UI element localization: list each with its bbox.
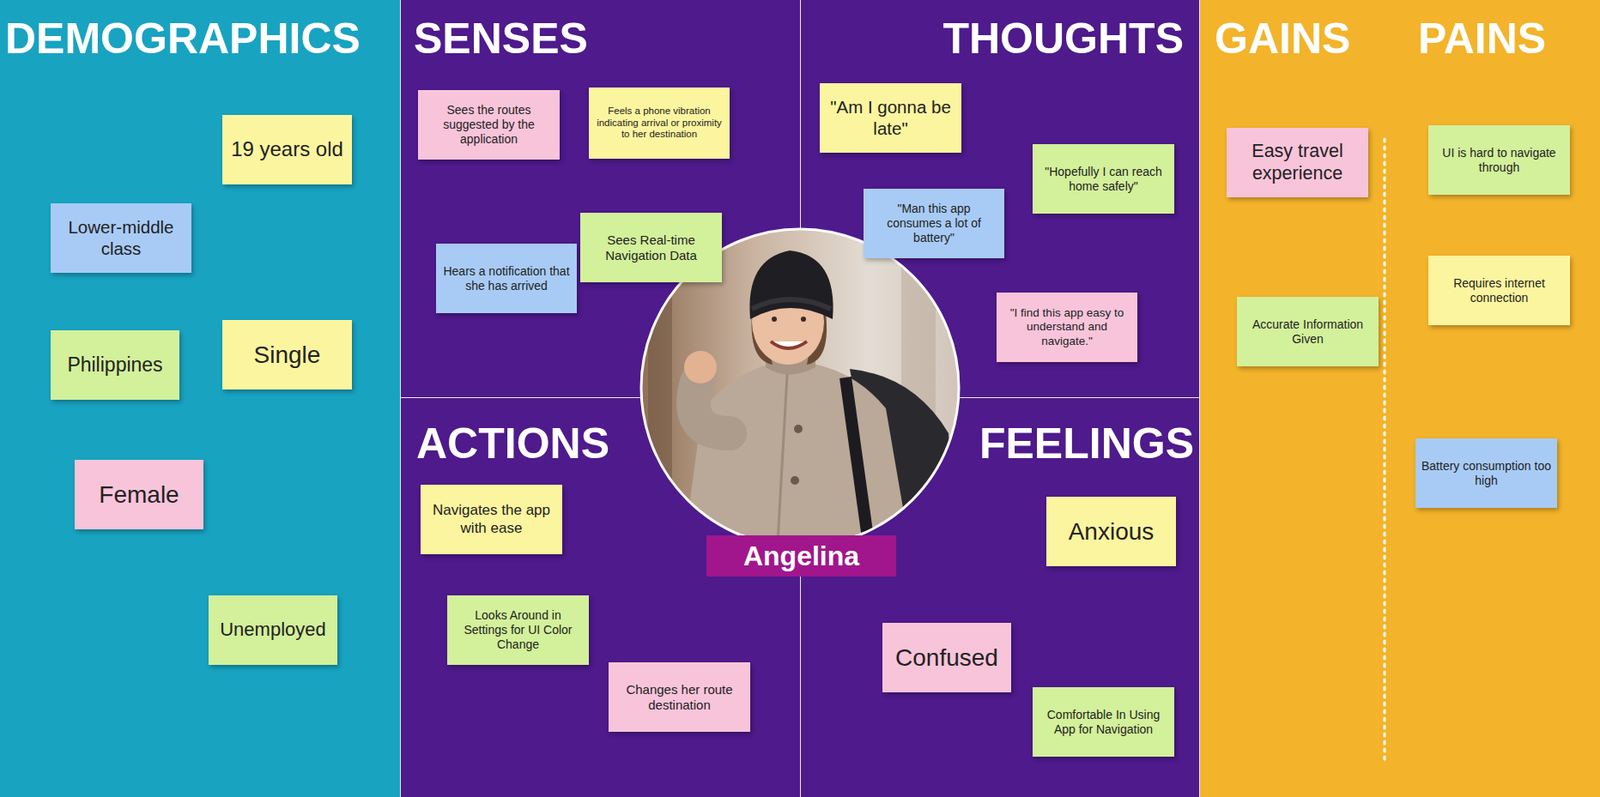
empathy-panel: PAINS UI is hard to navigate throughRequi… — [1384, 0, 1600, 797]
panel-heading: ACTIONS — [416, 420, 610, 468]
note-text: Unemployed — [214, 618, 332, 642]
note-text: Changes her route destination — [608, 682, 751, 714]
note-text: "Hopefully I can reach home safely" — [1032, 164, 1175, 194]
note-text: 19 years old — [225, 137, 349, 163]
panel-heading: GAINS — [1214, 15, 1351, 63]
note-text: UI is hard to navigate through — [1428, 145, 1570, 176]
note-text: Navigates the app with ease — [420, 502, 563, 538]
note-text: "Man this app consumes a lot of battery" — [863, 201, 1005, 245]
sticky-note: "Hopefully I can reach home safely" — [1032, 144, 1175, 214]
sticky-note: Anxious — [1046, 496, 1176, 567]
note-text: Philippines — [61, 353, 168, 378]
note-text: "Am I gonna be late" — [819, 96, 962, 140]
sticky-note: Sees the routes suggested by the applica… — [418, 90, 560, 160]
sticky-note: "Man this app consumes a lot of battery" — [863, 188, 1005, 259]
panel-heading: THOUGHTS — [942, 15, 1184, 63]
panel-heading: FEELINGS — [979, 420, 1194, 468]
sticky-note: Feels a phone vibration indicating arriv… — [588, 87, 730, 159]
panel-heading: SENSES — [413, 15, 588, 63]
note-text: Single — [248, 340, 327, 370]
note-text: Sees Real-time Navigation Data — [580, 232, 722, 264]
sticky-note: Navigates the app with ease — [420, 484, 563, 555]
sticky-note: Lower-middle class — [50, 203, 192, 273]
persona-name-label: Angelina — [706, 535, 897, 577]
note-text: Comfortable In Using App for Navigation — [1032, 708, 1175, 738]
note-text: Sees the routes suggested by the applica… — [418, 103, 560, 146]
note-text: Anxious — [1063, 517, 1160, 547]
note-text: Easy travel experience — [1226, 140, 1369, 186]
sticky-note: Requires internet connection — [1428, 255, 1570, 326]
note-text: Lower-middle class — [50, 217, 192, 260]
sticky-note: Easy travel experience — [1226, 127, 1369, 198]
sticky-note: Accurate Information Given — [1236, 296, 1379, 367]
sticky-note: "I find this app easy to understand and … — [996, 292, 1138, 363]
note-text: Hears a notification that she has arrive… — [436, 264, 577, 294]
sticky-note: Comfortable In Using App for Navigation — [1032, 687, 1175, 758]
sticky-note: Hears a notification that she has arrive… — [436, 243, 577, 314]
note-text: Requires internet connection — [1428, 276, 1570, 306]
note-text: Accurate Information Given — [1236, 317, 1379, 347]
sticky-note: Battery consumption too high — [1415, 438, 1558, 509]
sticky-note: UI is hard to navigate through — [1428, 125, 1570, 195]
sticky-note: Sees Real-time Navigation Data — [580, 212, 722, 283]
sticky-note: Unemployed — [208, 595, 338, 666]
note-text: Confused — [890, 643, 1004, 673]
empathy-panel: DEMOGRAPHICS 19 years oldLower-middle cla… — [0, 0, 400, 797]
note-text: Battery consumption too high — [1415, 459, 1558, 489]
note-text: Feels a phone vibration indicating arriv… — [588, 105, 730, 141]
sticky-note: "Am I gonna be late" — [819, 83, 962, 153]
panel-heading: PAINS — [1418, 15, 1546, 63]
note-text: Looks Around in Settings for UI Color Ch… — [447, 608, 589, 652]
sticky-note: Philippines — [50, 330, 180, 400]
empathy-panel: GAINS Easy travel experienceAccurate Info… — [1200, 0, 1385, 797]
sticky-note: Changes her route destination — [608, 662, 751, 733]
note-text: Female — [93, 480, 184, 510]
sticky-note: Confused — [882, 623, 1012, 693]
panel-heading: DEMOGRAPHICS — [5, 15, 361, 63]
persona-name: Angelina — [743, 540, 860, 573]
sticky-note: Single — [222, 320, 352, 390]
note-text: "I find this app easy to understand and … — [996, 306, 1138, 349]
sticky-note: 19 years old — [222, 115, 352, 185]
sticky-note: Looks Around in Settings for UI Color Ch… — [447, 595, 589, 666]
sticky-note: Female — [74, 460, 204, 530]
